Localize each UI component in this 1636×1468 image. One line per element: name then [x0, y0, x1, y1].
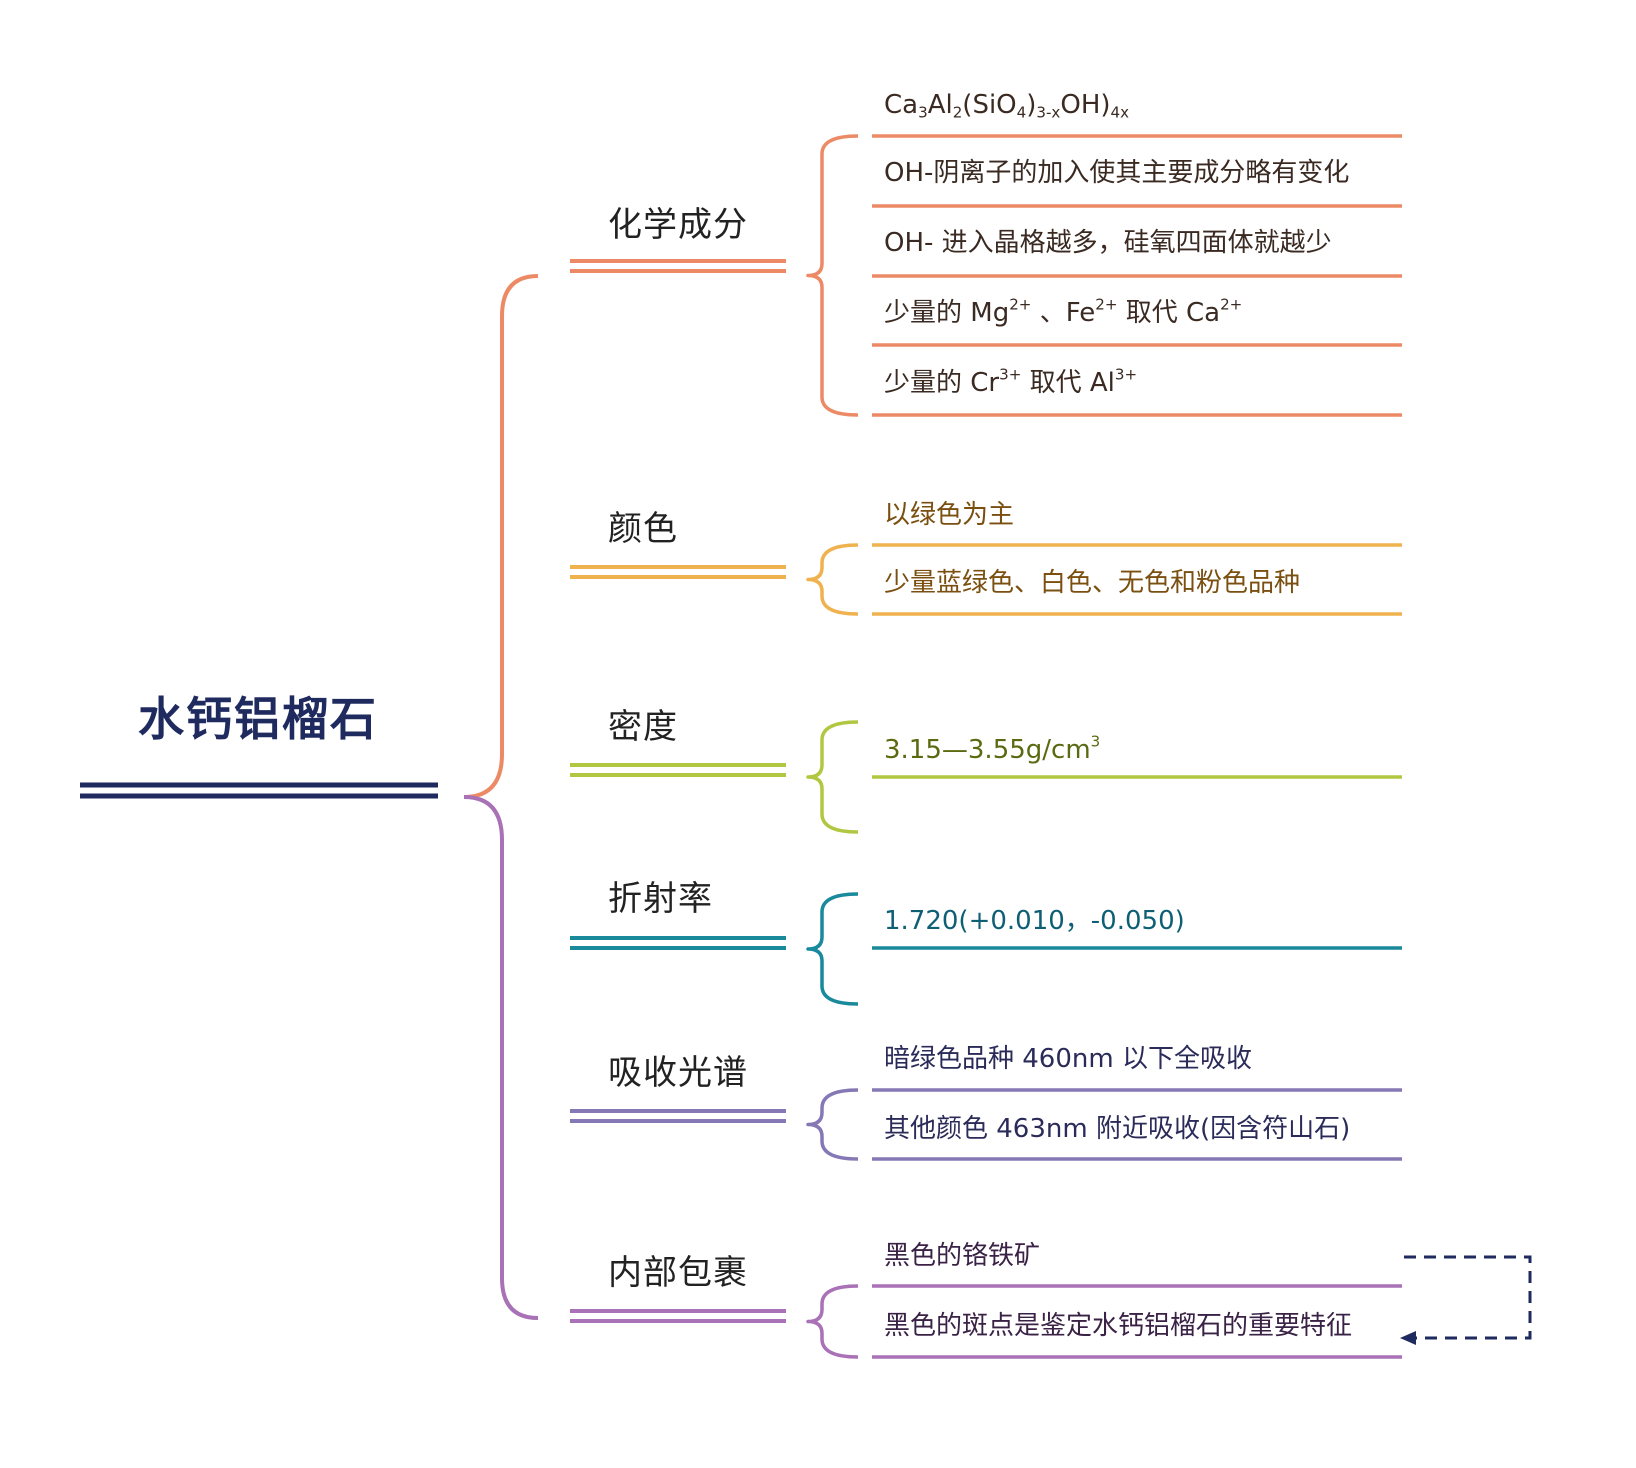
leaf-absorption-1: 其他颜色 463nm 附近吸收(因含符山石) [884, 1114, 1351, 1144]
sub-brace-inclusions [806, 1284, 859, 1359]
leaf-chemistry-1: OH-阴离子的加入使其主要成分略有变化 [884, 158, 1350, 188]
leaf-chemistry-2: OH- 进入晶格越多，硅氧四面体就越少 [884, 228, 1332, 258]
leaf-chemistry-4: 少量的 Cr3+ 取代 Al3+ [884, 365, 1138, 398]
root-brace-upper [463, 274, 539, 799]
branch-label-inclusions: 内部包裹 [608, 1253, 748, 1293]
leaf-refractive-0: 1.720(+0.010，-0.050) [884, 906, 1185, 936]
branch-label-color: 颜色 [608, 509, 678, 549]
leaf-chemistry-3: 少量的 Mg2+ 、Fe2+ 取代 Ca2+ [884, 295, 1243, 328]
branch-label-absorption: 吸收光谱 [608, 1053, 748, 1093]
arrowhead-icon [1400, 1331, 1416, 1345]
root-brace-lower [463, 795, 539, 1320]
root-node-label: 水钙铝榴石 [138, 692, 378, 746]
leaf-color-0: 以绿色为主 [884, 500, 1015, 530]
branch-label-refractive: 折射率 [608, 879, 713, 919]
leaf-density-0: 3.15—3.55g/cm3 [884, 732, 1101, 765]
dashed-connector [1404, 1255, 1532, 1340]
sub-brace-refractive [806, 892, 859, 1006]
leaf-chemistry-0: Ca3Al2(SiO4)3-xOH)4x [884, 90, 1130, 122]
leaf-color-1: 少量蓝绿色、白色、无色和粉色品种 [884, 568, 1301, 598]
sub-brace-absorption [806, 1088, 859, 1161]
leaf-absorption-0: 暗绿色品种 460nm 以下全吸收 [884, 1044, 1252, 1074]
branch-label-chemistry: 化学成分 [608, 205, 748, 245]
sub-brace-density [806, 720, 859, 834]
sub-brace-color [806, 543, 859, 616]
branch-label-density: 密度 [608, 707, 678, 747]
sub-brace-chemistry [806, 134, 859, 417]
leaf-inclusions-0: 黑色的铬铁矿 [884, 1241, 1041, 1271]
leaf-inclusions-1: 黑色的斑点是鉴定水钙铝榴石的重要特征 [884, 1311, 1353, 1341]
